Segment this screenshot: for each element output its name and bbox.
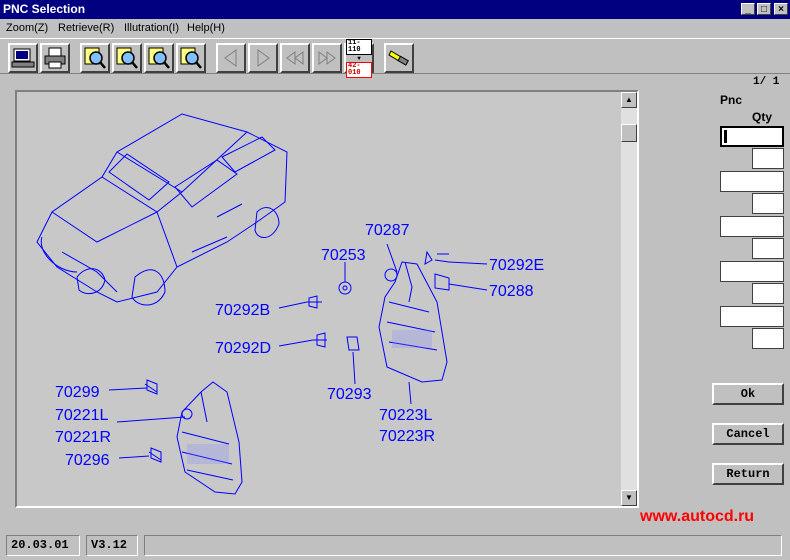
scroll-thumb[interactable] bbox=[621, 124, 637, 142]
menu-help[interactable]: Help(H) bbox=[187, 22, 225, 34]
mudflap-rear-drawing bbox=[378, 250, 450, 383]
cancel-button[interactable]: Cancel bbox=[712, 423, 784, 445]
zoom-out-icon bbox=[116, 47, 138, 69]
illustration-viewer: 70287 70253 70292E 70288 70292B 70292D 7… bbox=[15, 90, 639, 508]
previous-page-button[interactable] bbox=[216, 43, 246, 73]
qty-label: Qty bbox=[752, 110, 773, 124]
range-bottom: 42-010 bbox=[346, 61, 372, 78]
minimize-button[interactable]: _ bbox=[741, 3, 755, 15]
leader-lines bbox=[108, 243, 488, 459]
menu-zoom[interactable]: Zoom(Z) bbox=[6, 22, 49, 34]
part-label: 70287 bbox=[365, 222, 410, 239]
status-message bbox=[144, 535, 782, 556]
last-page-button[interactable] bbox=[312, 43, 342, 73]
pnc-field[interactable] bbox=[720, 306, 784, 327]
previous-page-icon bbox=[224, 49, 237, 67]
part-label: 70288 bbox=[489, 283, 534, 300]
zoom-area-button[interactable] bbox=[176, 43, 206, 73]
status-date: 20.03.01 bbox=[6, 535, 80, 556]
zoom-in-icon bbox=[84, 47, 106, 69]
parts-illustration: 70287 70253 70292E 70288 70292B 70292D 7… bbox=[36, 113, 544, 495]
print-button[interactable] bbox=[40, 43, 70, 73]
part-label: 70253 bbox=[321, 247, 366, 264]
vehicle-drawing bbox=[36, 113, 288, 306]
printer-icon bbox=[44, 47, 66, 69]
part-label: 70292D bbox=[215, 340, 271, 357]
toolbar: 11-110 ▼ 42-010 bbox=[0, 38, 790, 78]
fasteners-drawing bbox=[144, 281, 360, 463]
qty-field[interactable] bbox=[752, 193, 784, 214]
pnc-label: Pnc bbox=[720, 93, 743, 107]
qty-field[interactable] bbox=[752, 328, 784, 349]
print-preview-icon bbox=[11, 48, 35, 68]
number-range-icon: 11-110 ▼ 42-010 bbox=[346, 38, 372, 78]
part-label: 70223R bbox=[379, 428, 435, 445]
qty-field[interactable] bbox=[752, 148, 784, 169]
qty-field[interactable] bbox=[752, 283, 784, 304]
close-button[interactable]: × bbox=[774, 3, 788, 15]
maximize-button[interactable]: □ bbox=[757, 3, 771, 15]
menu-illustration[interactable]: Illutration(I) bbox=[124, 22, 180, 34]
part-label: 70292E bbox=[489, 257, 544, 274]
qty-field[interactable] bbox=[752, 238, 784, 259]
scroll-up-button[interactable]: ▲ bbox=[621, 92, 637, 108]
status-version: V3.12 bbox=[86, 535, 138, 556]
scroll-down-button[interactable]: ▼ bbox=[621, 490, 637, 506]
ok-button[interactable]: Ok bbox=[712, 383, 784, 405]
zoom-area-icon bbox=[180, 47, 202, 69]
watermark: www.autocd.ru bbox=[640, 508, 755, 525]
window-title: PNC Selection bbox=[3, 2, 86, 16]
part-label: 70221L bbox=[55, 407, 108, 424]
menu-retrieve[interactable]: Retrieve(R) bbox=[58, 22, 115, 34]
number-range-button[interactable]: 11-110 ▼ 42-010 bbox=[344, 38, 374, 78]
flashlight-icon bbox=[388, 50, 410, 66]
pnc-field[interactable] bbox=[720, 171, 784, 192]
page-indicator: 1/ 1 bbox=[753, 76, 780, 88]
return-button[interactable]: Return bbox=[712, 463, 784, 485]
part-label: 70299 bbox=[55, 384, 100, 401]
part-label: 70296 bbox=[65, 452, 110, 469]
pnc-field[interactable] bbox=[720, 216, 784, 237]
next-page-icon bbox=[257, 49, 270, 67]
pnc-field[interactable] bbox=[720, 126, 784, 147]
flashlight-button[interactable] bbox=[384, 43, 414, 73]
first-page-icon bbox=[286, 51, 304, 65]
first-page-button[interactable] bbox=[280, 43, 310, 73]
zoom-fit-button[interactable] bbox=[144, 43, 174, 73]
status-bar: 20.03.01 V3.12 bbox=[0, 530, 790, 560]
vertical-scrollbar[interactable]: ▲ ▼ bbox=[621, 92, 637, 506]
part-label: 70293 bbox=[327, 386, 372, 403]
zoom-in-button[interactable] bbox=[80, 43, 110, 73]
menu-bar: Zoom(Z) Retrieve(R) Illutration(I) Help(… bbox=[0, 19, 790, 38]
part-label: 70223L bbox=[379, 407, 432, 424]
zoom-fit-icon bbox=[148, 47, 170, 69]
last-page-icon bbox=[318, 51, 336, 65]
pnc-field[interactable] bbox=[720, 261, 784, 282]
next-page-button[interactable] bbox=[248, 43, 278, 73]
title-bar: PNC Selection _ □ × bbox=[0, 0, 790, 19]
mudflap-front-drawing bbox=[176, 381, 243, 495]
text-cursor bbox=[724, 130, 727, 143]
print-preview-button[interactable] bbox=[8, 43, 38, 73]
part-label: 70221R bbox=[55, 429, 111, 446]
range-top: 11-110 bbox=[346, 38, 372, 55]
part-label: 70292B bbox=[215, 302, 270, 319]
zoom-out-button[interactable] bbox=[112, 43, 142, 73]
